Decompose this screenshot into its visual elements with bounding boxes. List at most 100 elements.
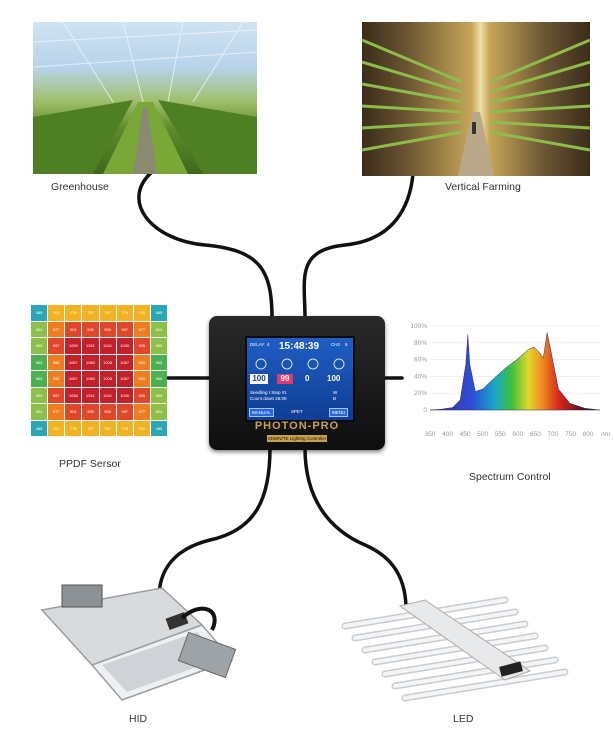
ppdf-cell: 1057 bbox=[65, 354, 82, 370]
ppdf-cell: 1057 bbox=[65, 371, 82, 387]
ppdf-cell: 485 bbox=[150, 305, 167, 321]
caption-vertical-farming: Vertical Farming bbox=[445, 181, 521, 193]
ppdf-cell: 622 bbox=[31, 404, 48, 420]
ppdf-cell: 701 bbox=[48, 305, 65, 321]
cable-led bbox=[303, 446, 408, 608]
ppdf-cell: 957 bbox=[48, 387, 65, 403]
ppdf-cell: 1030 bbox=[116, 387, 133, 403]
ppdf-cell: 565 bbox=[150, 371, 167, 387]
screen-right-channel-num: 8 bbox=[345, 342, 348, 347]
ppdf-cell: 995 bbox=[82, 321, 99, 337]
spectrum-x-tick: 400 bbox=[442, 431, 453, 438]
ppdf-cell: 877 bbox=[133, 321, 150, 337]
screen-status-right1: W bbox=[333, 390, 338, 395]
screen-status-line1: Seedling I Step #1 bbox=[250, 390, 287, 395]
ppdf-cell: 856 bbox=[48, 371, 65, 387]
ppdf-cell: 767 bbox=[99, 420, 116, 436]
controller-brand-subtitle: SDWN/TE Lighting Controller bbox=[267, 435, 327, 442]
ppdf-cell: 1080 bbox=[82, 371, 99, 387]
spectrum-x-tick: 650 bbox=[530, 431, 541, 438]
spectrum-x-tick: 350 bbox=[425, 431, 436, 438]
ppdf-cell: 901 bbox=[65, 404, 82, 420]
spectrum-y-tick: 40% bbox=[414, 373, 427, 380]
screen-spet-label: SPET bbox=[291, 409, 303, 414]
spectrum-y-tick: 100% bbox=[410, 323, 427, 330]
cable-vertical-farming bbox=[302, 172, 415, 320]
ppdf-cell: 997 bbox=[116, 321, 133, 337]
ppdf-cell: 997 bbox=[116, 404, 133, 420]
ppdf-cell: 485 bbox=[31, 420, 48, 436]
ppdf-cell: 953 bbox=[99, 321, 116, 337]
screen-left-channel: DELAY bbox=[250, 342, 265, 347]
ppdf-cell: 622 bbox=[31, 321, 48, 337]
ppdf-cell: 660 bbox=[150, 338, 167, 354]
spectrum-y-tick: 0 bbox=[423, 407, 427, 414]
ppdf-cell: 1041 bbox=[99, 338, 116, 354]
ppdf-cell: 901 bbox=[65, 321, 82, 337]
spectrum-x-tick: 700 bbox=[548, 431, 559, 438]
ppdf-cell: 1059 bbox=[65, 338, 82, 354]
ppdf-cell: 1057 bbox=[116, 371, 133, 387]
ppdf-cell: 776 bbox=[116, 420, 133, 436]
spectrum-x-tick: 750 bbox=[565, 431, 576, 438]
ppdf-cell: 1041 bbox=[99, 387, 116, 403]
ppdf-cell: 776 bbox=[65, 420, 82, 436]
spectrum-y-tick: 60% bbox=[414, 357, 427, 364]
ppdf-cell: 1080 bbox=[82, 354, 99, 370]
ppdf-cell: 565 bbox=[31, 354, 48, 370]
caption-spectrum: Spectrum Control bbox=[469, 471, 551, 483]
spectrum-x-tick: 600 bbox=[512, 431, 523, 438]
screen-dials bbox=[255, 358, 345, 370]
controller-brand: PHOTON-PRO bbox=[254, 420, 340, 432]
spectrum-x-tick: 800 bbox=[583, 431, 594, 438]
spectrum-area bbox=[429, 332, 601, 411]
ppdf-cell: 851 bbox=[133, 371, 150, 387]
photon-pro-controller: DELAY 4 15:48:39 CH2 8 100 99 0 100 Seed… bbox=[209, 316, 385, 450]
ppdf-cell: 1008 bbox=[99, 354, 116, 370]
ppdf-cell: 925 bbox=[133, 387, 150, 403]
screen-menu-button[interactable]: MENU bbox=[329, 408, 349, 417]
ppdf-cell: 485 bbox=[150, 420, 167, 436]
ppdf-cell: 609 bbox=[31, 338, 48, 354]
ppdf-cell: 1030 bbox=[116, 338, 133, 354]
ppdf-cell: 851 bbox=[133, 354, 150, 370]
screen-dial-value-1: 100 bbox=[250, 374, 268, 384]
screen-dial-value-2: 99 bbox=[277, 374, 293, 384]
ppdf-cell: 737 bbox=[82, 305, 99, 321]
spectrum-x-tick: 550 bbox=[495, 431, 506, 438]
vertical-farming-image bbox=[362, 22, 590, 176]
spectrum-y-tick: 80% bbox=[414, 340, 427, 347]
cable-greenhouse bbox=[137, 170, 274, 320]
ppdf-cell: 767 bbox=[99, 305, 116, 321]
ppdf-cell: 1041 bbox=[82, 338, 99, 354]
controller-screen: DELAY 4 15:48:39 CH2 8 100 99 0 100 Seed… bbox=[245, 336, 355, 422]
spectrum-y-tick: 20% bbox=[414, 390, 427, 397]
ppdf-cell: 776 bbox=[65, 305, 82, 321]
ppdf-cell: 877 bbox=[133, 404, 150, 420]
ppdf-cell: 701 bbox=[48, 420, 65, 436]
ppdf-cell: 856 bbox=[48, 354, 65, 370]
caption-ppdf: PPDF Sersor bbox=[59, 458, 121, 470]
screen-dial-value-4: 100 bbox=[327, 374, 341, 383]
led-fixture-image bbox=[341, 596, 569, 702]
ppdf-cell: 1008 bbox=[99, 371, 116, 387]
caption-led: LED bbox=[453, 713, 474, 725]
ppdf-cell: 995 bbox=[82, 404, 99, 420]
ppdf-cell: 776 bbox=[116, 305, 133, 321]
cable-hid bbox=[157, 446, 272, 612]
ppdf-cell: 1041 bbox=[82, 387, 99, 403]
screen-manual-button[interactable]: MANUAL bbox=[249, 408, 274, 417]
screen-time: 15:48:39 bbox=[279, 341, 320, 352]
ppdf-cell: 701 bbox=[133, 305, 150, 321]
spectrum-x-tick: 450 bbox=[460, 431, 471, 438]
ppdf-cell: 877 bbox=[48, 321, 65, 337]
ppdf-cell: 660 bbox=[150, 387, 167, 403]
ppdf-cell: 565 bbox=[150, 354, 167, 370]
ppdf-cell: 877 bbox=[48, 404, 65, 420]
greenhouse-image bbox=[33, 22, 257, 174]
screen-status-line2: Count down 26:00 bbox=[250, 396, 287, 401]
ppdf-cell: 609 bbox=[31, 387, 48, 403]
